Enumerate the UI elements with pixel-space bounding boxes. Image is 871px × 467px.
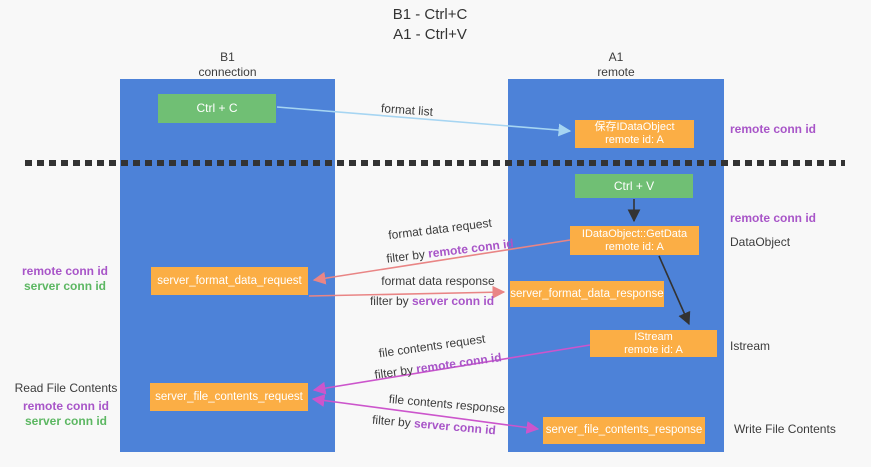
- node-server-file-contents-request-label: server_file_contents_request: [155, 390, 303, 403]
- node-idataobject-getdata-line1: IDataObject::GetData: [581, 227, 688, 240]
- arrow-format-list: [276, 106, 572, 137]
- node-save-idataobject-line1: 保存IDataObject: [594, 121, 675, 133]
- lane-header-b1: B1 connection: [120, 50, 335, 80]
- lane-b1-name: B1: [220, 50, 235, 64]
- node-save-idataobject: 保存IDataObject remote id: A: [575, 120, 694, 148]
- node-save-idataobject-line2: remote id: A: [605, 134, 664, 146]
- arrow-format-data-response: [308, 285, 506, 299]
- title-line-2: A1 - Ctrl+V: [393, 26, 467, 43]
- node-istream-line1: IStream: [634, 330, 673, 343]
- edge-label-format-data-response: format data response: [381, 274, 495, 288]
- lane-b1-role: connection: [198, 65, 257, 79]
- node-server-format-data-request: server_format_data_request: [151, 267, 308, 295]
- node-server-format-data-response: server_format_data_response: [510, 281, 664, 307]
- node-ctrl-c: Ctrl + C: [158, 94, 276, 123]
- node-idataobject-getdata: IDataObject::GetData remote id: A: [570, 226, 699, 255]
- node-idataobject-getdata-line2: remote id: A: [605, 240, 664, 253]
- annotation-read-file-contents-group: Read File Contents remote conn id server…: [14, 381, 118, 429]
- lane-a1-name: A1: [608, 50, 624, 64]
- node-ctrl-v-label: Ctrl + V: [613, 178, 655, 193]
- node-ctrl-c-label: Ctrl + C: [196, 101, 238, 115]
- node-server-file-contents-response-label: server_file_contents_response: [545, 424, 703, 436]
- annotation-left-server-conn-id: server conn id: [23, 279, 107, 293]
- annotation-remote-conn-id-mid: remote conn id: [730, 211, 817, 225]
- edge-label-filter-server-1: filter by server conn id: [370, 294, 494, 308]
- node-server-format-data-request-label: server_format_data_request: [157, 274, 302, 287]
- lane-header-a1: A1 remote: [508, 50, 724, 80]
- node-server-file-contents-response: server_file_contents_response: [543, 417, 705, 444]
- arrow-format-data-request: [312, 239, 571, 285]
- filter-by-text: filter by: [369, 294, 409, 308]
- annotation-istream: Istream: [730, 339, 771, 353]
- annotation-left-bottom-server-conn-id: server conn id: [24, 414, 108, 428]
- annotation-left-conn-ids: remote conn id server conn id: [20, 264, 110, 294]
- node-server-file-contents-request: server_file_contents_request: [150, 383, 308, 411]
- diagram-title: B1 - Ctrl+C A1 - Ctrl+V: [330, 5, 530, 45]
- annotation-left-remote-conn-id: remote conn id: [21, 264, 108, 278]
- title-line-1: B1 - Ctrl+C: [392, 6, 468, 23]
- arrow-getdata-to-istream: [658, 255, 691, 326]
- node-istream: IStream remote id: A: [590, 330, 717, 357]
- annotation-dataobject: DataObject: [730, 235, 791, 249]
- arrow-file-contents-response: [311, 394, 540, 434]
- node-istream-line2: remote id: A: [624, 343, 683, 356]
- node-ctrl-v: Ctrl + V: [575, 174, 693, 198]
- annotation-write-file-contents: Write File Contents: [734, 422, 836, 436]
- annotation-left-bottom-remote-conn-id: remote conn id: [22, 399, 109, 413]
- annotation-read-file-contents: Read File Contents: [14, 381, 118, 395]
- arrow-file-contents-request: [312, 344, 591, 395]
- annotation-remote-conn-id-top: remote conn id: [730, 122, 817, 136]
- node-server-format-data-response-label: server_format_data_response: [510, 287, 664, 300]
- server-conn-id-text: server conn id: [412, 294, 495, 308]
- lane-a1-role: remote: [597, 65, 635, 79]
